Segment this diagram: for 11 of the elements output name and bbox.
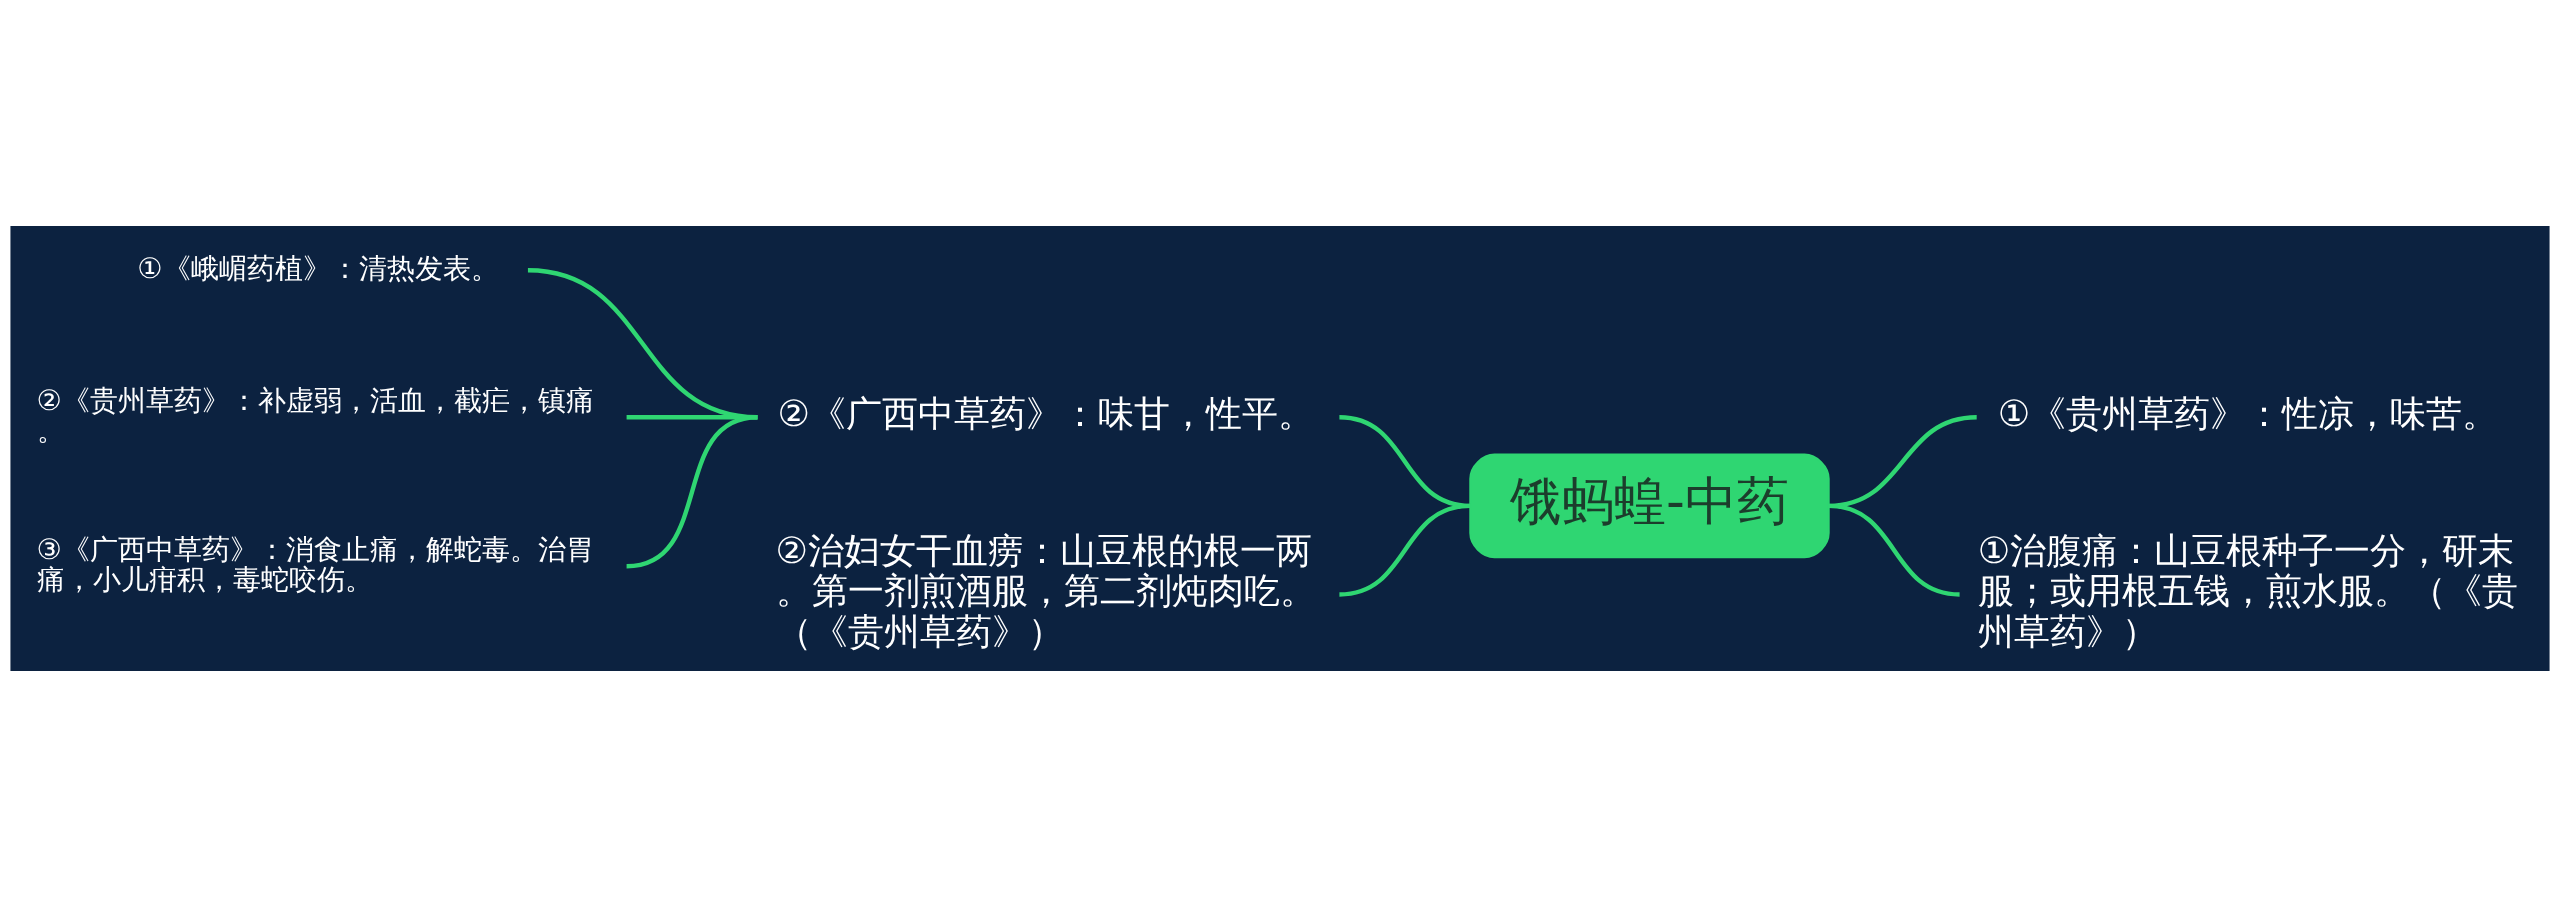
node-text: ②治妇女干血痨：山豆根的根一两。第一剂煎酒服，第二剂炖肉吃。（《贵州草药》） xyxy=(775,529,1316,653)
node-text: ①《峨嵋药植》：清热发表。 xyxy=(137,251,499,285)
connector xyxy=(626,415,758,569)
node-text: ②《贵州草药》：补虚弱，活血，截疟，镇痛。 xyxy=(36,383,594,447)
node-text: ①治腹痛：山豆根种子一分，研末服；或用根五钱，煎水服。（《贵州草药》） xyxy=(1977,529,2518,653)
node-box: 饿蚂蝗-中药 xyxy=(1469,453,1830,559)
node-text: ③《广西中草药》：消食止痛，解蛇毒。治胃痛，小儿疳积，毒蛇咬伤。 xyxy=(36,532,594,596)
connector xyxy=(1339,503,1471,597)
node-text: ①《贵州草药》：性凉，味苦。 xyxy=(1997,392,2499,436)
node-text: ②《广西中草药》：味甘，性平。 xyxy=(777,392,1315,436)
connector xyxy=(1828,503,1960,597)
